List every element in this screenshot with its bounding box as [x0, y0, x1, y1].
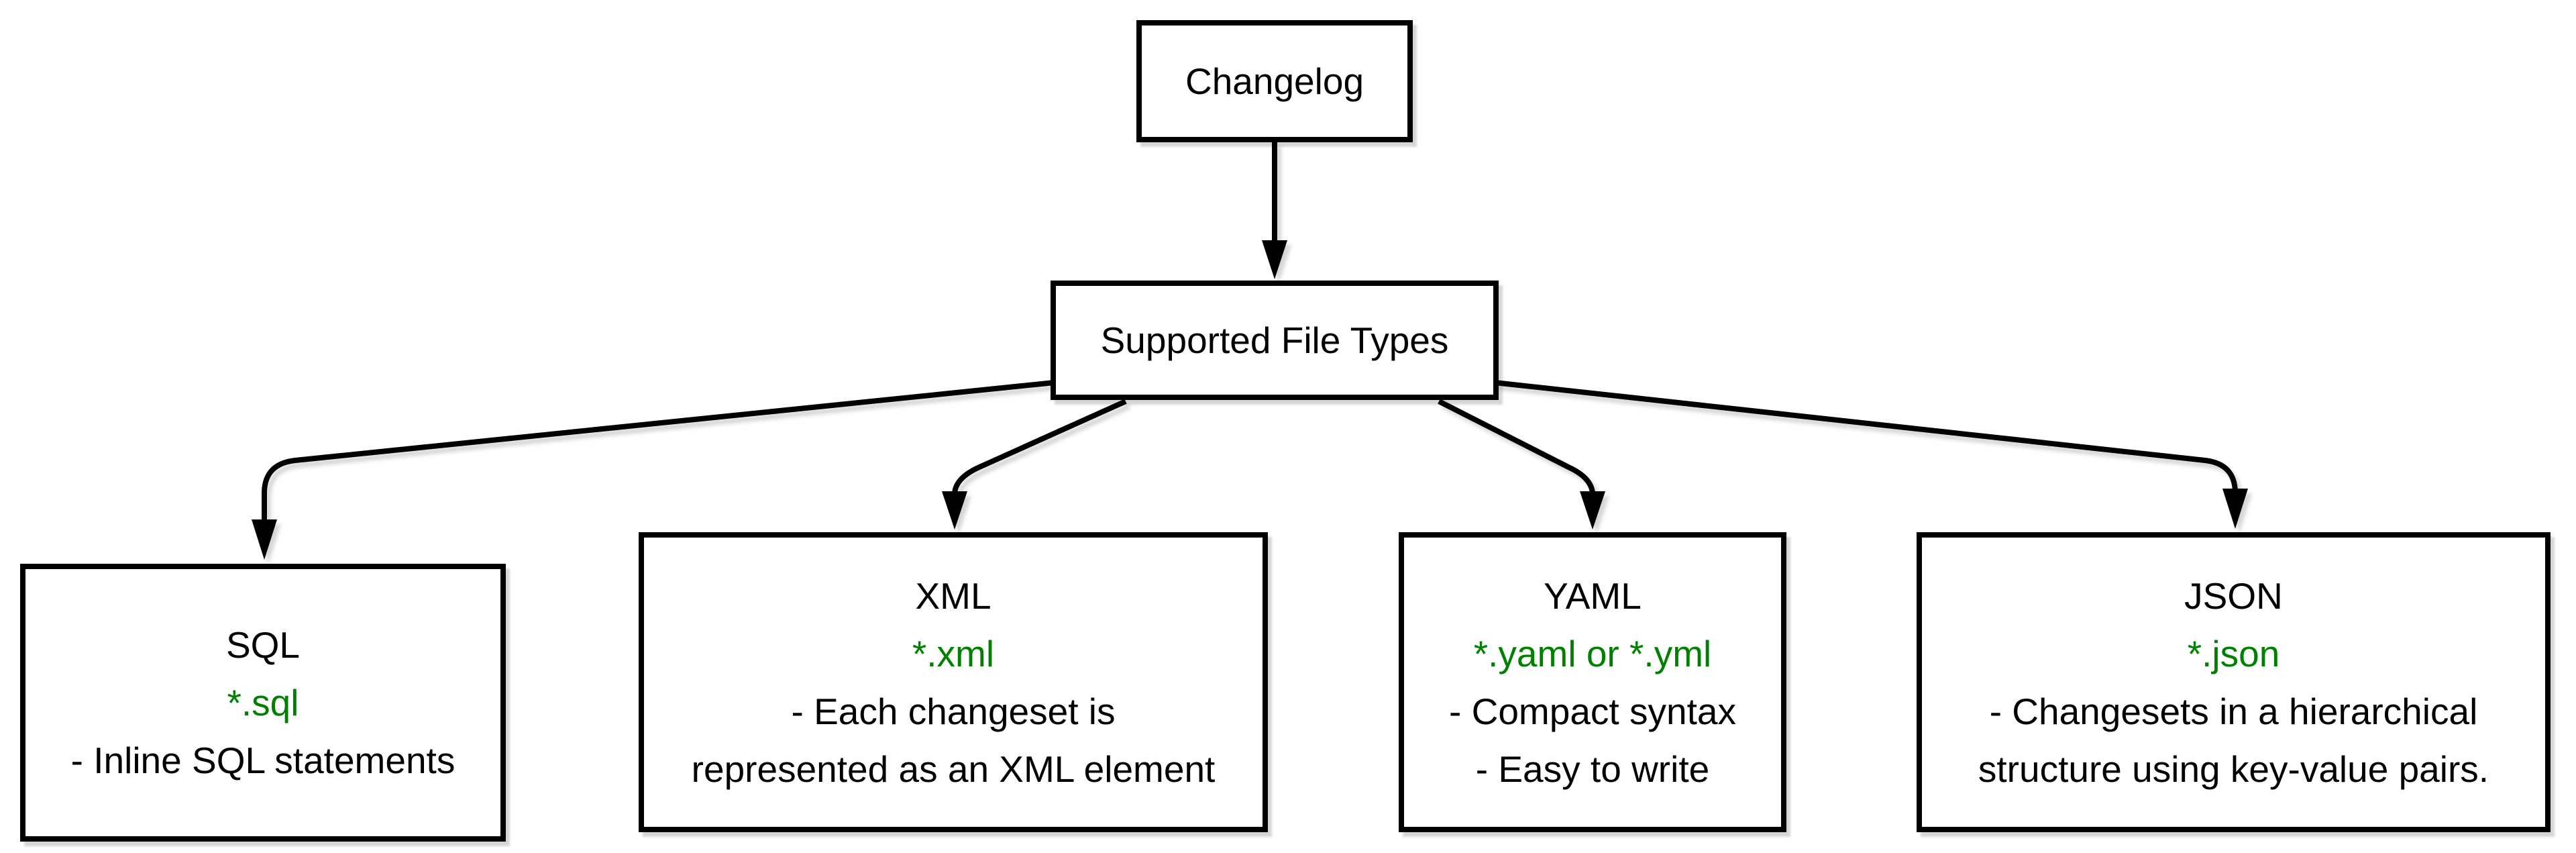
node-yaml-pattern: *.yaml or *.yml — [1473, 632, 1712, 674]
node-changelog: Changelog — [1136, 20, 1413, 142]
node-xml-note: - Each changeset is — [791, 690, 1116, 732]
arrowhead-down-icon — [2222, 489, 2248, 529]
node-yaml-title: YAML — [1544, 574, 1642, 617]
node-yaml: YAML *.yaml or *.yml - Compact syntax - … — [1399, 532, 1786, 832]
edge-hub-to-yaml — [1438, 399, 1605, 530]
edge-changelog-to-hub — [1262, 142, 1287, 279]
node-yaml-note: - Easy to write — [1475, 748, 1710, 790]
arrowhead-down-icon — [252, 519, 277, 560]
node-sql: SQL *.sql - Inline SQL statements — [20, 564, 506, 842]
node-json: JSON *.json - Changesets in a hierarchic… — [1917, 532, 2551, 832]
node-supported-file-types-label: Supported File Types — [1100, 319, 1449, 361]
node-json-pattern: *.json — [2187, 632, 2280, 674]
edge-hub-to-xml — [942, 399, 1127, 530]
arrowhead-down-icon — [1580, 491, 1605, 530]
arrowhead-down-icon — [1262, 240, 1287, 279]
edge-hub-to-sql — [252, 380, 1055, 560]
node-sql-pattern: *.sql — [227, 682, 299, 723]
node-json-note: structure using key-value pairs. — [1978, 748, 2489, 790]
node-supported-file-types: Supported File Types — [1051, 281, 1499, 400]
node-changelog-label: Changelog — [1185, 60, 1364, 102]
node-sql-note: - Inline SQL statements — [70, 740, 455, 781]
node-xml-title: XML — [915, 574, 991, 617]
node-json-title: JSON — [2184, 574, 2283, 617]
arrowhead-down-icon — [942, 491, 967, 530]
node-xml: XML *.xml - Each changeset is represente… — [639, 532, 1268, 832]
node-json-note: - Changesets in a hierarchical — [1989, 690, 2478, 732]
node-yaml-note: - Compact syntax — [1449, 690, 1736, 732]
node-xml-pattern: *.xml — [912, 632, 995, 674]
edge-hub-to-json — [1494, 380, 2248, 529]
node-xml-note: represented as an XML element — [691, 748, 1216, 790]
node-sql-title: SQL — [225, 624, 301, 666]
